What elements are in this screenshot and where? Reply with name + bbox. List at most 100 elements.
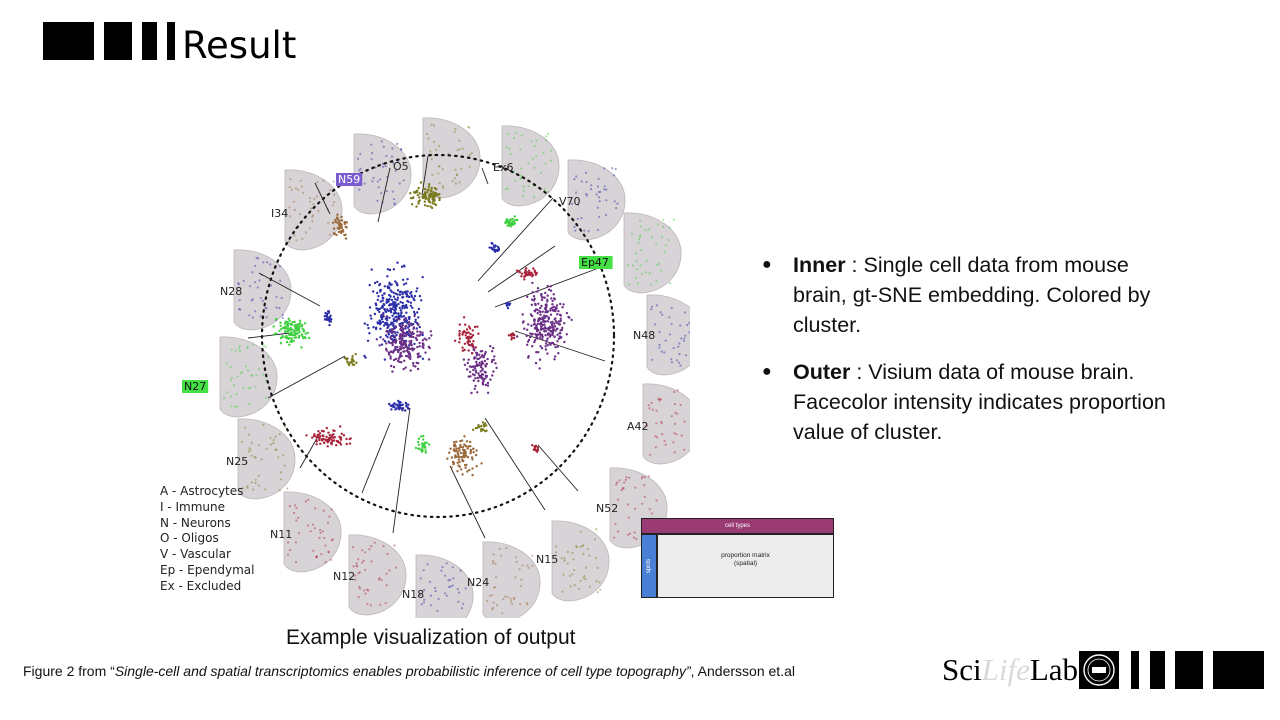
brain-spot — [238, 344, 241, 348]
brain-spot — [585, 180, 588, 183]
scatter-point — [544, 327, 547, 330]
scatter-point — [484, 371, 487, 374]
brain-spot — [595, 528, 598, 531]
brain-spot — [522, 189, 526, 192]
scatter-point — [483, 377, 486, 381]
scatter-point — [409, 304, 413, 307]
scatter-point — [343, 233, 346, 237]
brain-spot — [265, 447, 268, 450]
matrix-body-sublabel: (spatial) — [733, 560, 758, 567]
scatter-point — [486, 391, 490, 394]
scatter-point — [407, 346, 410, 350]
scatter-point — [458, 465, 461, 468]
scatter-point — [556, 313, 559, 316]
brain-spot — [643, 476, 647, 479]
brain-spot — [455, 173, 459, 176]
scatter-point — [398, 306, 401, 309]
scatter-point — [399, 345, 402, 348]
brain-spot — [519, 177, 522, 181]
scatter-point — [332, 429, 335, 432]
brain-spot — [673, 390, 676, 394]
scatter-point — [373, 312, 377, 316]
scatter-point — [426, 191, 429, 194]
scatter-point — [380, 316, 384, 319]
scatter-point — [526, 328, 529, 331]
scatter-point — [375, 338, 378, 341]
brain-spot — [378, 577, 381, 580]
brain-spot — [508, 147, 511, 150]
scatter-point — [531, 281, 534, 285]
brain-spot — [324, 544, 327, 547]
brain-spot — [683, 420, 686, 423]
scatter-point — [546, 333, 550, 336]
scatter-point — [544, 334, 547, 337]
scatter-point — [476, 376, 479, 380]
scatter-point — [486, 381, 490, 385]
brain-spot — [531, 564, 534, 567]
scatter-point — [467, 358, 470, 361]
brain-spot — [229, 395, 233, 398]
scatter-point — [350, 358, 354, 361]
scatter-point — [438, 196, 441, 200]
scatter-point — [473, 374, 476, 377]
brain-spot — [627, 533, 630, 536]
scatter-point — [534, 361, 538, 365]
scatter-point — [392, 291, 395, 294]
brain-spot — [456, 588, 459, 591]
scatter-point — [291, 328, 294, 331]
brain-spot — [647, 475, 650, 478]
scatter-point — [325, 435, 328, 439]
scatter-point — [434, 203, 438, 207]
scatter-point — [396, 345, 399, 349]
brain-spot — [442, 185, 445, 188]
brain-spot — [352, 565, 355, 568]
scatter-point — [376, 291, 379, 295]
scatter-point — [524, 274, 527, 278]
source-title: Single-cell and spatial transcriptomics … — [114, 663, 691, 679]
brain-spot — [247, 387, 250, 390]
scatter-point — [541, 337, 544, 341]
brain-spot — [255, 374, 258, 377]
brain-spot — [634, 486, 637, 489]
scatter-point — [390, 364, 393, 368]
scatter-point — [417, 202, 420, 205]
scatter-point — [401, 338, 404, 342]
scatter-point — [555, 327, 558, 331]
scatter-point — [555, 304, 559, 307]
connector-line — [477, 197, 554, 282]
scatter-point — [434, 192, 438, 195]
brain-spot — [393, 203, 396, 206]
scatter-point — [490, 241, 493, 245]
brain-spot — [520, 174, 523, 177]
scatter-point — [556, 333, 559, 336]
brain-spot — [274, 435, 277, 438]
brain-spot — [298, 532, 301, 535]
matrix-side-spots: spots — [641, 534, 657, 598]
scatter-point — [513, 215, 516, 218]
scatter-point — [289, 327, 292, 330]
scatter-point — [529, 273, 532, 277]
scatter-point — [458, 460, 461, 464]
brain-spot — [670, 307, 673, 310]
scatter-point — [407, 295, 411, 299]
scatter-point — [405, 319, 409, 322]
scatter-point — [478, 361, 481, 364]
scatter-point — [526, 295, 529, 298]
scatter-point — [484, 365, 487, 368]
brain-spot — [455, 173, 458, 177]
brain-spot — [571, 573, 574, 576]
scatter-point — [319, 442, 322, 445]
brain-spot — [574, 544, 578, 548]
brain-spot — [527, 185, 530, 188]
scatter-point — [494, 362, 497, 365]
brain-spot — [505, 146, 508, 149]
brain-spot — [673, 451, 676, 454]
scatter-point — [405, 293, 409, 296]
brain-spot — [519, 167, 523, 170]
scatter-point — [492, 370, 495, 373]
scatter-point — [414, 365, 417, 368]
brain-spot — [631, 264, 635, 267]
scatter-point — [540, 321, 543, 324]
scatter-point — [379, 336, 382, 339]
brain-spot — [384, 601, 387, 605]
